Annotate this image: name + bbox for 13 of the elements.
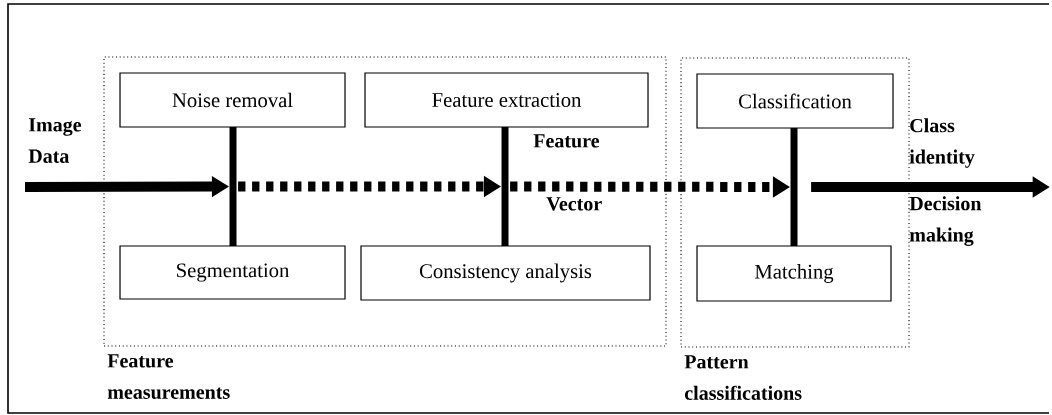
process-box: Feature extraction — [364, 72, 649, 128]
process-box: Consistency analysis — [360, 245, 651, 301]
group-heading: Feature measurements — [107, 354, 230, 399]
flow-label: Class identity — [909, 118, 975, 168]
flow-label: Feature — [533, 134, 600, 148]
process-box: Segmentation — [119, 245, 346, 300]
process-box: Noise removal — [119, 72, 346, 128]
process-box: Classification — [696, 73, 894, 129]
flow-label: Image Data — [28, 118, 82, 163]
group-heading: Pattern classifications — [684, 355, 802, 400]
flow-label: Decision making — [909, 196, 982, 246]
process-box: Matching — [696, 245, 892, 302]
flow-label: Vector — [546, 197, 602, 211]
